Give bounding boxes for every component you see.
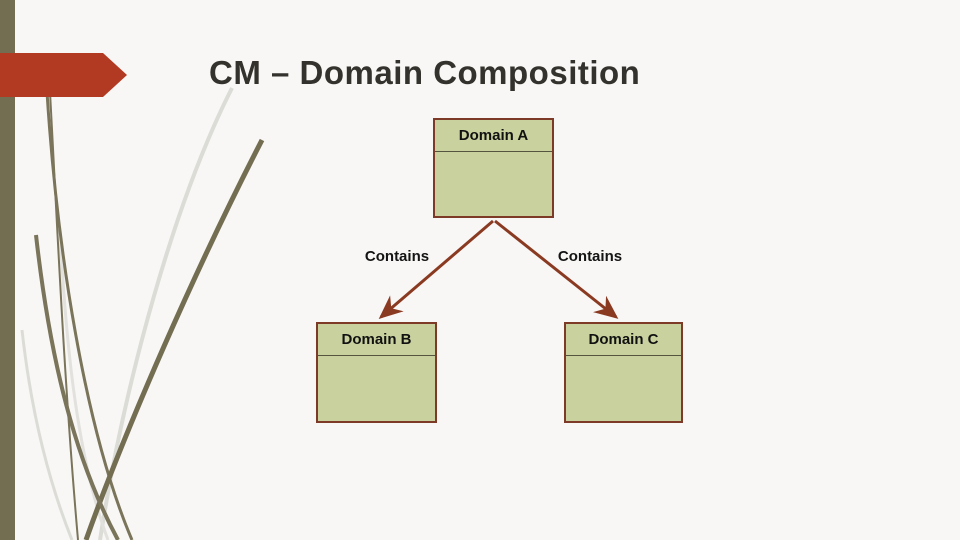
edge-a-to-b <box>378 219 494 319</box>
red-arrow-shape <box>0 53 127 97</box>
domain-b-box: Domain B <box>316 322 437 423</box>
domain-a-title: Domain A <box>435 120 552 152</box>
domain-c-box: Domain C <box>564 322 683 423</box>
slide-title: CM – Domain Composition <box>209 54 641 91</box>
contains-label-right: Contains <box>557 248 623 265</box>
domain-a-box: Domain A <box>433 118 554 218</box>
domain-c-title: Domain C <box>566 324 681 356</box>
contains-label-left: Contains <box>364 248 430 265</box>
domain-b-title: Domain B <box>318 324 435 356</box>
accent-bar <box>0 0 15 540</box>
edge-a-to-c <box>494 219 619 319</box>
swoosh-curves <box>20 87 265 540</box>
